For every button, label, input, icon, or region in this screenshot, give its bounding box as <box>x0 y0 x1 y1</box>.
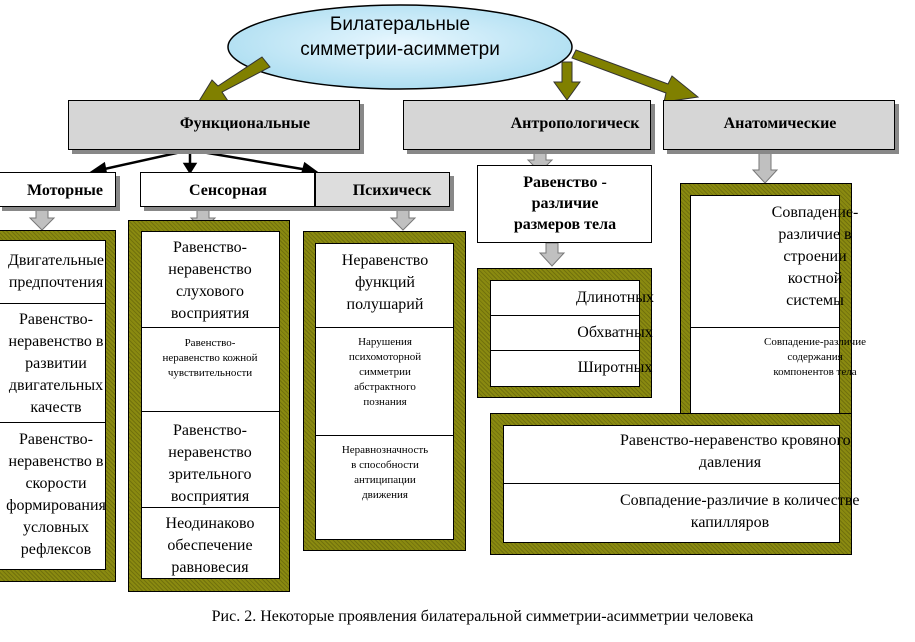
anthro-item: Обхватных <box>577 324 653 341</box>
anatomical-list <box>690 195 840 428</box>
psychic-label: Психическ <box>352 182 432 199</box>
root-title-line: Билатеральные <box>329 14 471 35</box>
sensory-label: Сенсорная <box>189 182 267 199</box>
anatomical-box <box>663 100 895 150</box>
down-arrow <box>751 149 779 184</box>
anthro-item: Длинотных <box>575 289 655 306</box>
arrow-to-anthropological <box>553 61 581 101</box>
arrow-to-functional <box>195 56 271 107</box>
anthro-header-box <box>477 165 652 243</box>
down-arrow <box>389 207 417 231</box>
anthro-item: Широтных <box>577 359 653 376</box>
root-title: Билатеральные симметрии-асимметри <box>228 12 572 62</box>
motor-label: Моторные <box>26 182 104 199</box>
anthropological-box <box>403 100 651 150</box>
root-title-line: симметрии-асимметри <box>300 39 500 60</box>
motor-box <box>0 172 116 207</box>
sensory-list <box>141 231 280 579</box>
lower-list <box>503 425 840 543</box>
functional-box <box>68 100 360 150</box>
down-arrow <box>28 207 56 231</box>
anthropological-label: Антропологическ <box>510 115 640 132</box>
motor-list <box>0 240 106 570</box>
arrow-to-anatomical <box>571 49 700 103</box>
figure-caption: Рис. 2. Некоторые проявления билатеральн… <box>211 608 754 625</box>
functional-label: Функциональные <box>179 115 311 132</box>
root-ellipse <box>227 4 573 90</box>
anthro-list <box>490 280 640 387</box>
psychic-list <box>315 243 454 540</box>
psychic-box <box>315 172 450 207</box>
anatomical-label: Анатомические <box>723 115 837 132</box>
down-arrow <box>538 242 566 267</box>
sensory-box <box>140 172 315 207</box>
